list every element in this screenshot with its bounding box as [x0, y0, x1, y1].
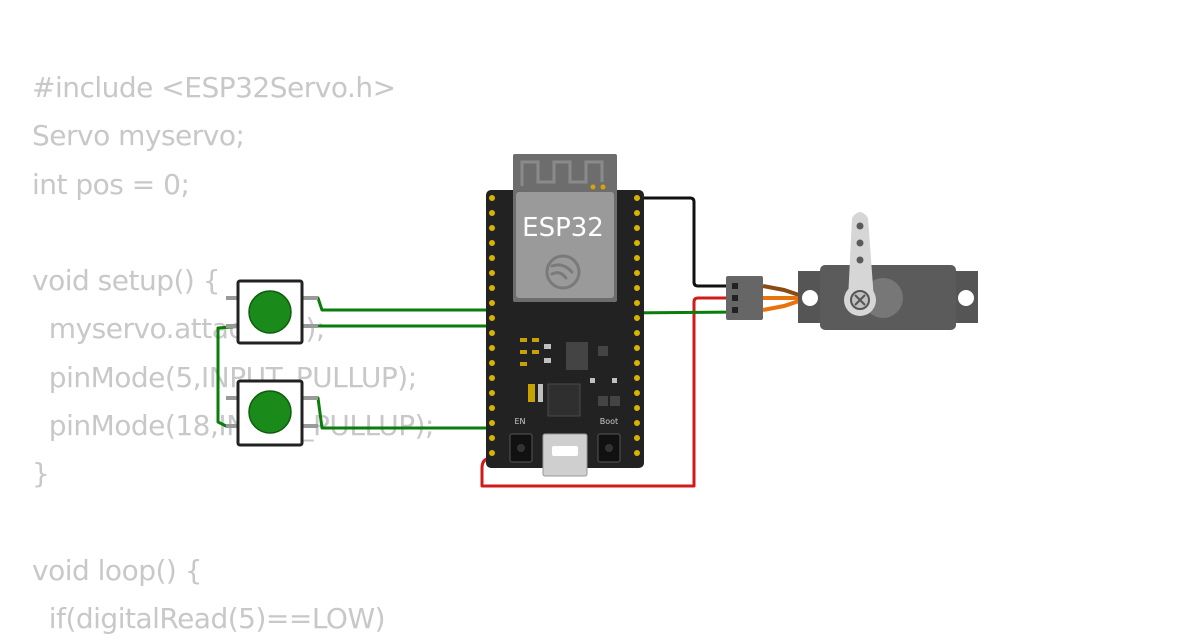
servo-mount-hole-right: [958, 290, 974, 306]
servo-connector: [726, 276, 763, 320]
usb-uart-chip: [547, 383, 581, 417]
code-line: pinMode(5,INPUT_PULLUP);: [32, 360, 417, 394]
pushbutton-2-cap[interactable]: [248, 390, 292, 434]
servo-connector-pins: [732, 283, 738, 313]
pushbutton-1-lead-tl: [226, 296, 240, 300]
boot-button-knob: [605, 444, 613, 452]
en-button-knob: [517, 444, 525, 452]
pushbutton-2-lead-br: [302, 424, 318, 428]
smd-components: [520, 338, 620, 406]
antenna-trace: [520, 160, 604, 186]
servo-horn-icon[interactable]: [844, 212, 876, 316]
pushbutton-1[interactable]: [226, 279, 318, 345]
code-line: void setup() {: [32, 264, 221, 298]
pin-header-left: [489, 195, 495, 456]
pushbutton-1-cap[interactable]: [248, 290, 292, 334]
code-line: #include <ESP32Servo.h>: [32, 71, 396, 104]
boot-button-label: Boot: [600, 417, 618, 426]
pin-header-right: [634, 195, 640, 456]
code-line: Servo myservo;: [32, 119, 245, 153]
en-button-label: EN: [514, 417, 525, 426]
pushbutton-2-lead-tl: [226, 396, 240, 400]
pushbutton-2-lead-tr: [302, 396, 318, 400]
pushbutton-2[interactable]: [226, 379, 318, 447]
chip-label: ESP32: [522, 213, 604, 243]
micro-usb-slot: [552, 446, 578, 456]
pushbutton-2-lead-bl: [226, 424, 240, 428]
servo-motor[interactable]: [726, 212, 978, 330]
voltage-regulator: [566, 342, 588, 370]
esp32-board[interactable]: ESP32: [486, 154, 644, 477]
code-line: }: [32, 457, 50, 491]
code-line: void loop() {: [32, 553, 203, 587]
pushbutton-1-lead-br: [302, 324, 318, 328]
code-line: int pos = 0;: [32, 167, 190, 201]
led-2: [600, 184, 606, 190]
pushbutton-1-lead-bl: [226, 324, 240, 328]
espressif-logo-icon: [545, 254, 581, 290]
servo-mount-hole-left: [802, 290, 818, 306]
pushbutton-1-lead-tr: [302, 296, 318, 300]
led-1: [590, 184, 596, 190]
wire-gnd-black[interactable]: [634, 196, 746, 288]
rf-shield: [516, 192, 614, 298]
wire-vcc-red[interactable]: [480, 296, 746, 488]
circuit-diagram: ESP32: [216, 154, 978, 488]
